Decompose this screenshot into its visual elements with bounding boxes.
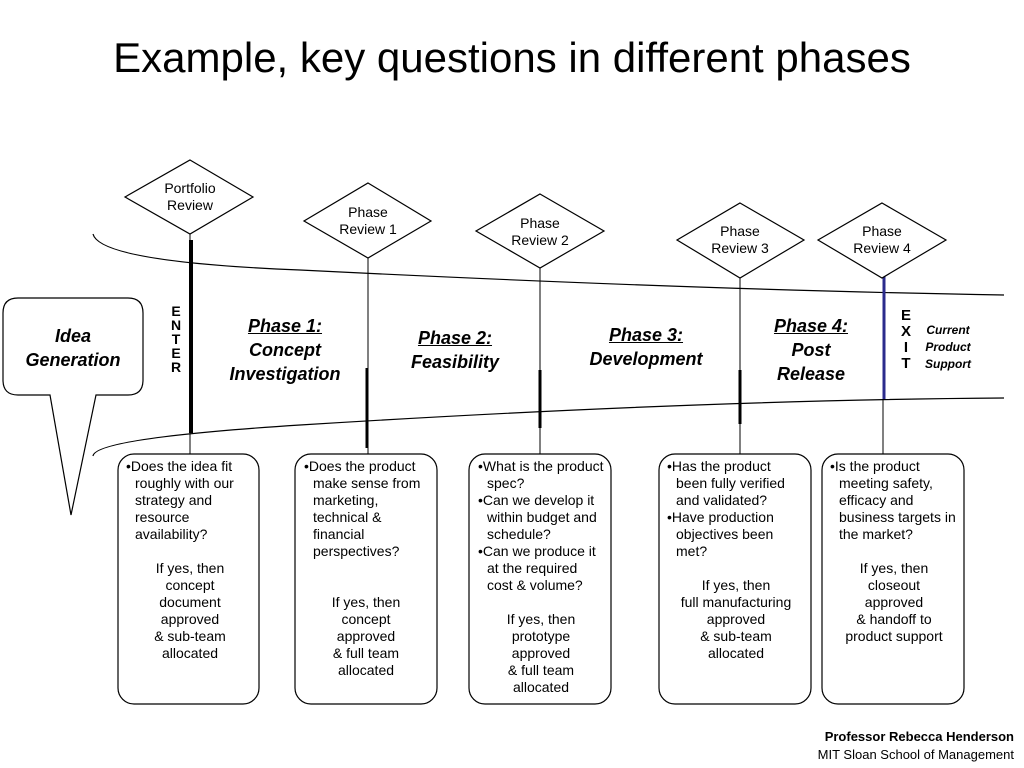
outcome-line: document bbox=[159, 594, 221, 610]
outcome-line: & sub-team bbox=[154, 628, 226, 644]
question-bullet: What is the product spec? bbox=[478, 458, 604, 492]
question-box-4: Has the product been fully verified and … bbox=[667, 458, 805, 662]
outcome-line: approved bbox=[511, 645, 571, 661]
question-bullet: Have production objectives been met? bbox=[667, 509, 805, 560]
outcome-line: allocated bbox=[707, 645, 765, 661]
phase-3-label: Phase 3:Development bbox=[589, 325, 703, 369]
outcome-line: allocated bbox=[512, 679, 570, 695]
outcome-line: If yes, then bbox=[701, 577, 771, 593]
author-school: MIT Sloan School of Management bbox=[817, 747, 1014, 762]
outcome-line: approved bbox=[336, 628, 396, 644]
outcome-line: closeout bbox=[867, 577, 921, 593]
outcome-line: allocated bbox=[161, 645, 219, 661]
outcome-line: If yes, then bbox=[859, 560, 929, 576]
author-credit: Professor Rebecca Henderson MIT Sloan Sc… bbox=[818, 728, 1014, 764]
funnel-top-curve bbox=[92, 233, 1005, 296]
phase-review-3-diamond bbox=[675, 202, 806, 279]
outcome-line: & sub-team bbox=[700, 628, 772, 644]
question-bullet: Does the idea fit roughly with our strat… bbox=[126, 458, 254, 543]
question-box-5: Is the product meeting safety, efficacy … bbox=[830, 458, 958, 645]
question-box-1: Does the idea fit roughly with our strat… bbox=[126, 458, 254, 662]
outcome-line: approved bbox=[706, 611, 766, 627]
outcome-line: If yes, then bbox=[506, 611, 576, 627]
idea-generation-bubble bbox=[2, 297, 144, 516]
outcome-line: & full team bbox=[507, 662, 575, 678]
phase-review-4-diamond bbox=[816, 202, 948, 279]
question-bullet: Can we produce it at the required cost &… bbox=[478, 543, 604, 594]
portfolio-review-diamond bbox=[123, 159, 255, 235]
outcome-line: & full team bbox=[332, 645, 400, 661]
question-bullet: Has the product been fully verified and … bbox=[667, 458, 805, 509]
phase-2-label: Phase 2:Feasibility bbox=[410, 328, 500, 372]
question-box-3: What is the product spec? Can we develop… bbox=[478, 458, 604, 696]
outcome-line: & handoff to bbox=[856, 611, 932, 627]
question-bullet: Is the product meeting safety, efficacy … bbox=[830, 458, 958, 543]
outcome-line: prototype bbox=[511, 628, 571, 644]
outcome-line: If yes, then bbox=[331, 594, 401, 610]
outcome-line: full manufacturing bbox=[680, 594, 792, 610]
question-bullet: Does the product make sense from marketi… bbox=[304, 458, 428, 560]
outcome-line: approved bbox=[160, 611, 220, 627]
outcome-line: allocated bbox=[337, 662, 395, 678]
page-title: Example, key questions in different phas… bbox=[113, 34, 911, 81]
outcome-line: concept bbox=[165, 577, 215, 593]
outcome-line: If yes, then bbox=[155, 560, 225, 576]
phase-review-1-diamond bbox=[302, 182, 433, 259]
phase-review-2-diamond bbox=[474, 193, 606, 269]
outcome-line: concept bbox=[341, 611, 391, 627]
author-name: Professor Rebecca Henderson bbox=[824, 729, 1014, 744]
question-bullet: Can we develop it within budget and sche… bbox=[478, 492, 604, 543]
question-box-2: Does the product make sense from marketi… bbox=[304, 458, 428, 679]
funnel-bottom-curve bbox=[92, 397, 1005, 457]
outcome-line: approved bbox=[864, 594, 924, 610]
outcome-line: product support bbox=[845, 628, 943, 644]
